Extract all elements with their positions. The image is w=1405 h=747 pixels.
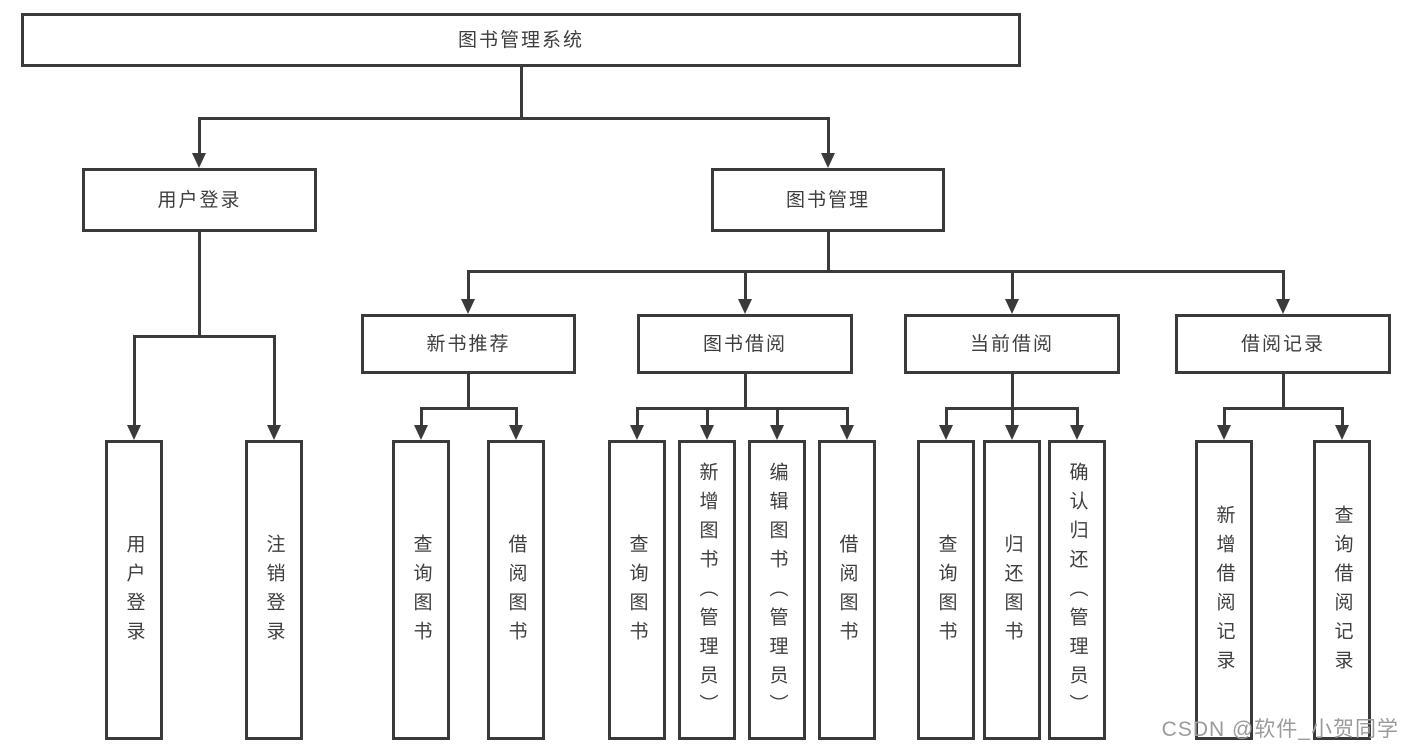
leaf-add-borrow-record: 新增借阅记录	[1195, 440, 1253, 740]
leaf-add-books-admin: 新增图书（管理员）	[678, 440, 736, 740]
connector-line	[197, 116, 830, 120]
connector-line	[826, 232, 830, 273]
node-borrow-records: 借阅记录	[1175, 314, 1391, 374]
arrow-down-icon	[1004, 299, 1019, 314]
arrow-down-icon	[266, 425, 281, 440]
node-current-borrow: 当前借阅	[904, 314, 1120, 374]
leaf-logout: 注销登录	[245, 440, 303, 740]
connector-line	[743, 271, 747, 301]
connector-line	[466, 374, 470, 410]
leaf-user-login: 用户登录	[105, 440, 163, 740]
leaf-query-books-borrow: 查询图书	[608, 440, 666, 740]
connector-line	[514, 408, 518, 427]
leaf-edit-books-admin: 编辑图书（管理员）	[748, 440, 806, 740]
leaf-borrow-books: 借阅图书	[818, 440, 876, 740]
connector-arrow	[126, 336, 142, 440]
connector-arrow	[413, 408, 429, 440]
connector-line	[1281, 374, 1285, 410]
arrow-down-icon	[769, 425, 784, 440]
node-new-book-recommend: 新书推荐	[361, 314, 576, 374]
leaf-return-books: 归还图书	[983, 440, 1041, 740]
connector-arrow	[769, 408, 785, 440]
arrow-down-icon	[1334, 425, 1349, 440]
connector-arrow	[1004, 271, 1020, 314]
node-book-borrow: 图书借阅	[637, 314, 853, 374]
connector-line	[419, 406, 518, 410]
connector-line	[1281, 271, 1285, 301]
connector-arrow	[508, 408, 524, 440]
leaf-query-borrow-record: 查询借阅记录	[1313, 440, 1371, 740]
connector-line	[1010, 374, 1014, 410]
connector-arrow	[1069, 408, 1085, 440]
connector-line	[944, 408, 948, 427]
arrow-down-icon	[413, 425, 428, 440]
connector-line	[419, 408, 423, 427]
node-library-system: 图书管理系统	[21, 13, 1021, 67]
connector-line	[1222, 406, 1344, 410]
arrow-down-icon	[737, 299, 752, 314]
arrow-down-icon	[1216, 425, 1231, 440]
connector-line	[775, 408, 779, 427]
leaf-query-books-recommend: 查询图书	[392, 440, 450, 740]
arrow-down-icon	[1004, 425, 1019, 440]
node-book-management: 图书管理	[711, 168, 945, 232]
connector-line	[197, 118, 201, 155]
arrow-down-icon	[938, 425, 953, 440]
connector-line	[519, 67, 523, 120]
connector-line	[635, 406, 849, 410]
connector-arrow	[629, 408, 645, 440]
connector-arrow	[1334, 408, 1350, 440]
leaf-borrow-books-recommend: 借阅图书	[487, 440, 545, 740]
connector-line	[466, 269, 1285, 273]
connector-arrow	[839, 408, 855, 440]
connector-line	[1075, 408, 1079, 427]
arrow-down-icon	[460, 299, 475, 314]
arrow-down-icon	[699, 425, 714, 440]
connector-line	[466, 271, 470, 301]
connector-line	[1222, 408, 1226, 427]
watermark: CSDN @软件_小贺同学	[1161, 718, 1399, 741]
connector-line	[635, 408, 639, 427]
connector-line	[272, 336, 276, 427]
connector-line	[845, 408, 849, 427]
arrow-down-icon	[839, 425, 854, 440]
arrow-down-icon	[126, 425, 141, 440]
connector-arrow	[1216, 408, 1232, 440]
connector-line	[1010, 408, 1014, 427]
arrow-down-icon	[508, 425, 523, 440]
connector-line	[132, 336, 136, 427]
connector-arrow	[737, 271, 753, 314]
connector-arrow	[938, 408, 954, 440]
connector-arrow	[699, 408, 715, 440]
connector-arrow	[266, 336, 282, 440]
arrow-down-icon	[1275, 299, 1290, 314]
connector-line	[197, 232, 201, 338]
connector-line	[1010, 271, 1014, 301]
arrow-down-icon	[820, 153, 835, 168]
leaf-query-books-current: 查询图书	[917, 440, 975, 740]
connector-line	[1340, 408, 1344, 427]
leaf-confirm-return-admin: 确认归还（管理员）	[1048, 440, 1106, 740]
connector-line	[132, 334, 276, 338]
connector-arrow	[191, 118, 207, 168]
connector-arrow	[1275, 271, 1291, 314]
arrow-down-icon	[629, 425, 644, 440]
connector-arrow	[1004, 408, 1020, 440]
arrow-down-icon	[191, 153, 206, 168]
connector-line	[705, 408, 709, 427]
connector-line	[826, 118, 830, 155]
connector-arrow	[460, 271, 476, 314]
connector-line	[743, 374, 747, 410]
node-user-login: 用户登录	[82, 168, 317, 232]
connector-arrow	[820, 118, 836, 168]
arrow-down-icon	[1069, 425, 1084, 440]
